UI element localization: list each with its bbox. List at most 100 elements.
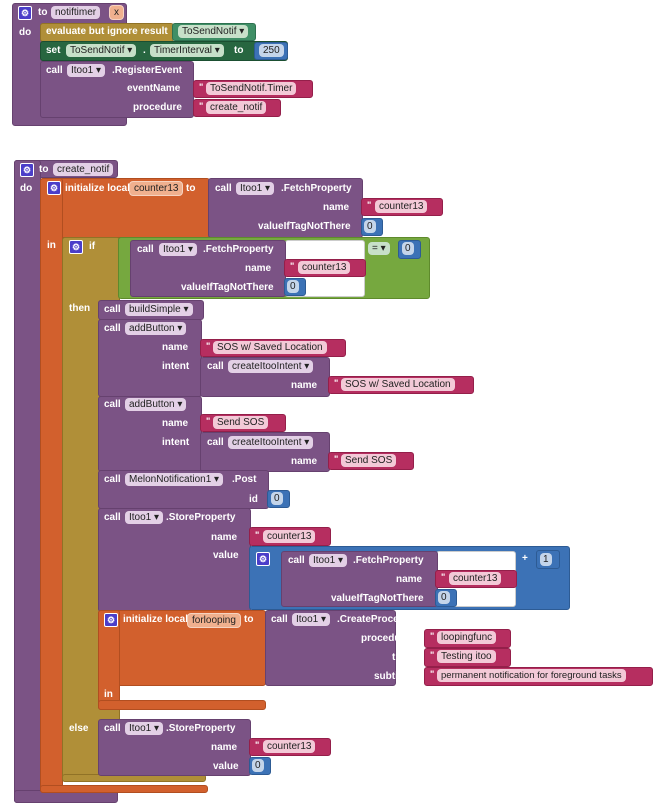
init-local-bottom	[40, 785, 208, 793]
arg-label: name	[291, 456, 318, 467]
to-label: to	[39, 164, 49, 175]
do-label: do	[20, 183, 33, 194]
text-field[interactable]: Testing itoo	[437, 650, 496, 663]
in-label: in	[104, 689, 113, 700]
mutator-gear-icon[interactable]: ⚙	[20, 163, 34, 177]
arg-label: intent	[162, 361, 190, 372]
text-field[interactable]: counter13	[263, 530, 316, 543]
register-event-block[interactable]	[40, 61, 194, 118]
number-field[interactable]: 0	[364, 220, 376, 233]
evaluate-label: evaluate but ignore result	[46, 26, 168, 37]
method-label: .Post	[232, 474, 257, 485]
arg-label: eventName	[127, 83, 181, 94]
mutator-gear-icon[interactable]: ⚙	[104, 613, 118, 627]
text-field[interactable]: permanent notification for foreground ta…	[437, 669, 626, 682]
init-label: initialize local	[65, 183, 131, 194]
set-component-dropdown[interactable]: ToSendNotif ▾	[66, 44, 137, 57]
text-field[interactable]: counter13	[449, 572, 502, 585]
init-to-label: to	[186, 183, 196, 194]
text-field[interactable]: ToSendNotif.Timer	[206, 82, 297, 95]
text-field[interactable]: Send SOS	[341, 454, 397, 467]
component-dropdown[interactable]: Itoo1 ▾	[125, 722, 164, 735]
else-label: else	[69, 723, 89, 734]
arg-label: procedure	[361, 633, 410, 644]
text-field[interactable]: create_notif	[206, 101, 267, 114]
method-label: .FetchProperty	[203, 244, 274, 255]
plus-label: +	[522, 553, 528, 564]
arg-label: procedure	[133, 102, 182, 113]
method-dropdown[interactable]: addButton ▾	[125, 322, 187, 335]
number-field[interactable]: 1	[540, 553, 552, 566]
call-label: call	[137, 244, 154, 255]
arg-label: name	[291, 380, 318, 391]
arg-label: name	[245, 263, 272, 274]
number-field[interactable]: 0	[402, 242, 414, 255]
method-label: .CreateProcess	[337, 614, 410, 625]
component-dropdown[interactable]: Itoo1 ▾	[125, 511, 164, 524]
init-to-label: to	[244, 614, 254, 625]
component-dropdown[interactable]: MelonNotification1 ▾	[125, 473, 224, 486]
component-dropdown[interactable]: Itoo1 ▾	[309, 554, 348, 567]
set-property-dropdown[interactable]: TimerInterval ▾	[150, 44, 224, 57]
fetch-property-block[interactable]	[130, 240, 286, 297]
component-dropdown[interactable]: Itoo1 ▾	[236, 182, 275, 195]
number-field[interactable]: 0	[252, 759, 264, 772]
set-label: set	[46, 45, 61, 56]
call-label: call	[215, 183, 232, 194]
method-dropdown[interactable]: createItooIntent ▾	[228, 360, 314, 373]
store-property-block[interactable]	[98, 508, 251, 612]
text-field[interactable]: SOS w/ Saved Location	[213, 341, 327, 354]
component-dropdown[interactable]: Itoo1 ▾	[67, 64, 106, 77]
init-label: initialize local	[123, 614, 189, 625]
component-dropdown[interactable]: Itoo1 ▾	[292, 613, 331, 626]
call-label: call	[104, 323, 121, 334]
call-label: call	[207, 437, 224, 448]
number-field[interactable]: 0	[271, 492, 283, 505]
component-dropdown[interactable]: Itoo1 ▾	[159, 243, 198, 256]
getter-dropdown[interactable]: ToSendNotif ▾	[178, 25, 249, 38]
text-field[interactable]: counter13	[375, 200, 428, 213]
procedure-name-field[interactable]: notiftimer	[51, 6, 101, 19]
procedure-body-bar	[14, 160, 41, 803]
arg-label: valueIfTagNotThere	[181, 282, 274, 293]
variable-name-field[interactable]: counter13	[129, 181, 184, 196]
fetch-property-block[interactable]	[281, 551, 438, 607]
store-property-block[interactable]	[98, 719, 251, 776]
mutator-gear-icon[interactable]: ⚙	[18, 6, 32, 20]
number-field[interactable]: 250	[259, 44, 284, 57]
arg-label: valueIfTagNotThere	[258, 221, 351, 232]
method-label: .FetchProperty	[353, 555, 424, 566]
method-dropdown[interactable]: buildSimple ▾	[125, 303, 193, 316]
method-dropdown[interactable]: addButton ▾	[125, 398, 187, 411]
arg-label: name	[162, 418, 189, 429]
text-field[interactable]: SOS w/ Saved Location	[341, 378, 455, 391]
mutator-gear-icon[interactable]: ⚙	[47, 181, 61, 195]
if-label: if	[89, 241, 96, 252]
text-field[interactable]: counter13	[263, 740, 316, 753]
call-label: call	[104, 723, 121, 734]
text-field[interactable]: Send SOS	[213, 416, 269, 429]
arg-label: name	[323, 202, 350, 213]
operator-dropdown[interactable]: = ▾	[368, 242, 390, 255]
call-label: call	[207, 361, 224, 372]
text-field[interactable]: counter13	[298, 261, 351, 274]
arg-label: intent	[162, 437, 190, 448]
arg-label: title	[392, 652, 410, 663]
init-local-bar	[40, 178, 63, 793]
procedure-name-field[interactable]: create_notif	[53, 163, 114, 176]
arg-label: valueIfTagNotThere	[331, 593, 424, 604]
text-field[interactable]: loopingfunc	[437, 631, 497, 644]
param-x-field[interactable]: x	[109, 5, 124, 20]
arg-label: name	[211, 532, 238, 543]
arg-label: name	[396, 574, 423, 585]
create-process-block[interactable]	[265, 610, 396, 686]
method-label: .StoreProperty	[166, 512, 236, 523]
method-dropdown[interactable]: createItooIntent ▾	[228, 436, 314, 449]
variable-name-field[interactable]: forlooping	[187, 613, 241, 628]
mutator-gear-icon[interactable]: ⚙	[256, 552, 270, 566]
number-field[interactable]: 0	[438, 591, 450, 604]
number-field[interactable]: 0	[287, 280, 299, 293]
do-label: do	[19, 27, 32, 38]
mutator-gear-icon[interactable]: ⚙	[69, 240, 83, 254]
method-label: .RegisterEvent	[112, 65, 183, 76]
